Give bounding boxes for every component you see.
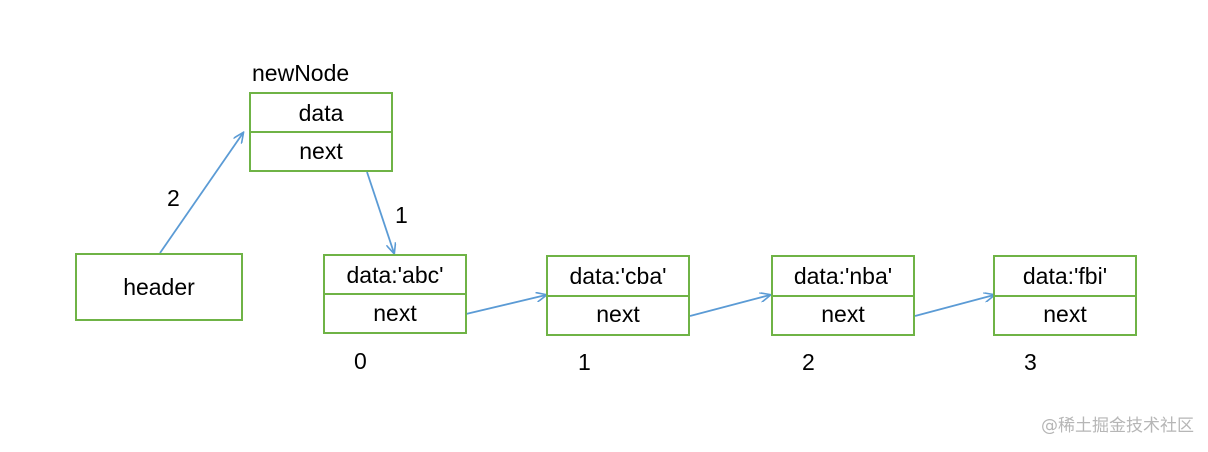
list-node-data-cell: data:'fbi': [1022, 262, 1108, 289]
arrow-node-1-to-node-2: [689, 295, 770, 317]
list-node-divider: [773, 294, 913, 297]
list-node-index-0: 0: [354, 348, 367, 374]
list-node-data-cell: data:'nba': [793, 262, 893, 289]
new-node-caption: newNode: [252, 60, 350, 86]
list-node-data-cell: data:'abc': [346, 261, 444, 288]
list-node-3: data:'fbi' next: [993, 255, 1137, 336]
new-node-box: data next: [249, 92, 393, 172]
list-node-2: data:'nba' next: [771, 255, 915, 336]
arrow-new-node-to-node-0: [366, 171, 394, 253]
list-node-divider: [548, 294, 688, 297]
list-node-0: data:'abc' next: [323, 254, 467, 334]
new-node-divider: [251, 131, 391, 133]
new-node-data-cell: data: [298, 99, 344, 126]
new-node-next-cell: next: [299, 137, 343, 164]
list-node-next-cell: next: [1043, 301, 1087, 328]
list-node-1: data:'cba' next: [546, 255, 690, 336]
list-node-data-cell: data:'cba': [569, 262, 667, 289]
arrow-node-0-to-node-1: [465, 295, 546, 315]
step-label-new-node-to-first: 1: [395, 202, 408, 228]
arrow-node-2-to-node-3: [914, 295, 994, 317]
list-node-divider: [325, 293, 465, 295]
list-node-next-cell: next: [596, 301, 640, 328]
list-node-index-1: 1: [578, 349, 591, 375]
header-label: header: [123, 273, 195, 300]
list-node-index-3: 3: [1024, 349, 1037, 375]
header-box: header: [75, 253, 243, 321]
list-node-index-2: 2: [802, 349, 815, 375]
list-node-next-cell: next: [373, 299, 417, 326]
list-node-next-cell: next: [821, 301, 865, 328]
watermark: @稀土掘金技术社区: [1041, 416, 1194, 436]
list-node-divider: [995, 294, 1135, 297]
step-label-header-to-new-node: 2: [167, 185, 180, 211]
